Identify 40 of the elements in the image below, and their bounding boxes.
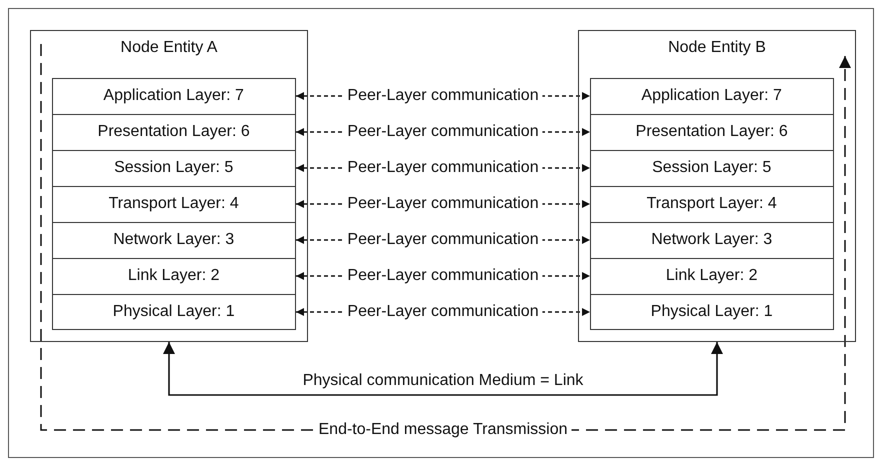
edge-label: Peer-Layer communication (343, 231, 543, 249)
layer-box (52, 114, 296, 150)
layer-label: Link Layer: 2 (128, 267, 220, 286)
layer-box (52, 150, 296, 186)
layer-box (52, 186, 296, 222)
layer-box (590, 150, 834, 186)
layer-box (590, 294, 834, 330)
layer-box (590, 186, 834, 222)
layer-label: Application Layer: 7 (641, 87, 782, 106)
layer-label: Network Layer: 3 (651, 231, 772, 250)
layer-box (52, 78, 296, 114)
edge-label: Peer-Layer communication (343, 123, 543, 141)
edge-label: Peer-Layer communication (343, 303, 543, 321)
layer-label: Session Layer: 5 (114, 159, 234, 178)
arrow (163, 342, 723, 396)
layer-box (590, 78, 834, 114)
layer-label: Link Layer: 2 (666, 267, 758, 286)
layer-label: Network Layer: 3 (113, 231, 234, 250)
entity-box (578, 30, 856, 342)
layer-label: Transport Layer: 4 (646, 195, 777, 214)
entity-box (30, 30, 308, 342)
layer-label: Physical Layer: 1 (112, 302, 235, 321)
edge-label: Peer-Layer communication (343, 159, 543, 177)
edge-label: Peer-Layer communication (343, 87, 543, 105)
layer-label: Presentation Layer: 6 (98, 123, 250, 142)
edge-label: Peer-Layer communication (343, 195, 543, 213)
entity-title: Node Entity A (120, 39, 218, 57)
layer-label: Session Layer: 5 (652, 159, 772, 178)
layer-box (590, 114, 834, 150)
layer-label: Physical Layer: 1 (650, 302, 773, 321)
entity-title: Node Entity B (667, 39, 767, 57)
edge-label: Peer-Layer communication (343, 267, 543, 285)
layer-box (590, 258, 834, 294)
layer-box (52, 222, 296, 258)
layer-label: Presentation Layer: 6 (636, 123, 788, 142)
layer-label: Transport Layer: 4 (108, 195, 239, 214)
layer-label: Application Layer: 7 (103, 87, 244, 106)
layer-box (590, 222, 834, 258)
layer-box (52, 258, 296, 294)
layer-box (52, 294, 296, 330)
